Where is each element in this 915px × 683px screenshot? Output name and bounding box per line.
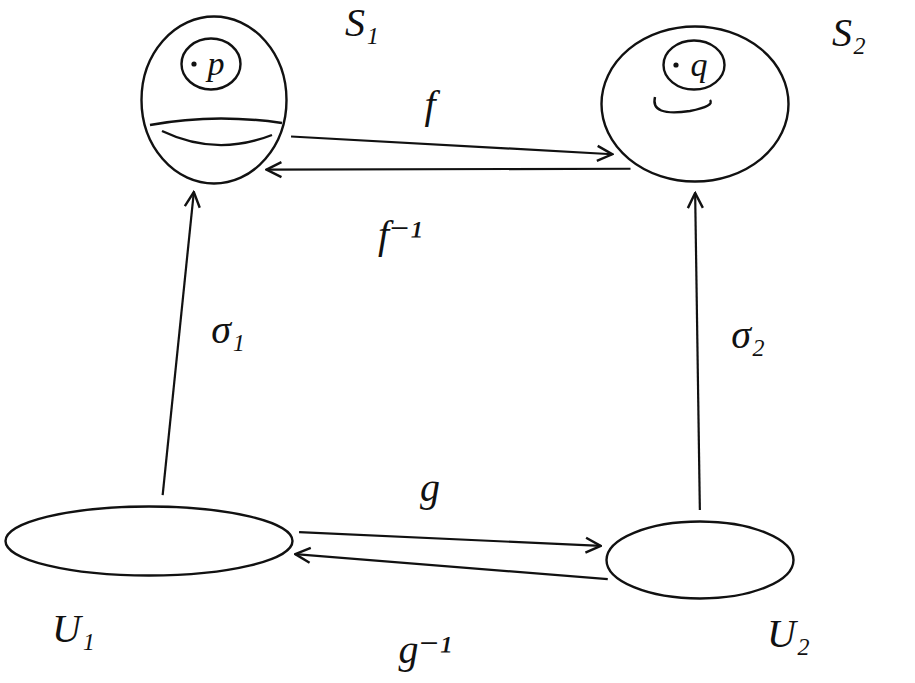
domain-ellipse: U₁ — [4, 505, 294, 577]
map-label: f⁻¹ — [375, 215, 425, 255]
point-label-box: q — [662, 39, 726, 91]
map-arrow — [291, 136, 612, 154]
set-label: S₂ — [832, 13, 866, 53]
map-label: σ₂ — [728, 315, 768, 355]
surface-curve — [150, 118, 282, 125]
outline-ellipse — [602, 27, 789, 182]
point-dot — [191, 61, 196, 66]
set-label: S₁ — [345, 3, 379, 43]
map-label: σ₁ — [208, 310, 248, 350]
map-label: g⁻¹ — [395, 630, 454, 670]
surface-curve — [162, 131, 272, 145]
point-label: p — [198, 47, 225, 81]
outline — [605, 520, 795, 600]
map-label: g — [417, 468, 443, 508]
map-label: f — [421, 85, 438, 125]
map-arrow — [163, 192, 194, 495]
set-oval: S₂q — [600, 25, 790, 183]
set-oval: S₁p — [140, 15, 288, 185]
set-label: U₂ — [767, 614, 810, 654]
outline — [140, 15, 288, 185]
point-neighbourhood: q — [662, 39, 726, 91]
outline-ellipse — [6, 507, 293, 576]
outline — [4, 505, 294, 577]
map-arrow — [266, 168, 630, 171]
point-neighbourhood: p — [180, 37, 242, 91]
set-label: U₁ — [52, 609, 95, 649]
map-arrow — [299, 532, 601, 546]
outline-ellipse — [664, 41, 725, 90]
point-label: q — [681, 48, 708, 82]
surface-curve — [654, 97, 710, 112]
outline-ellipse — [182, 39, 241, 90]
domain-ellipse: U₂ — [605, 520, 795, 600]
point-dot — [673, 62, 678, 67]
point-label-box: p — [180, 37, 242, 91]
map-arrow — [295, 554, 608, 579]
outline-ellipse — [142, 17, 287, 184]
map-arrow — [695, 193, 700, 510]
outline-ellipse — [607, 522, 794, 599]
